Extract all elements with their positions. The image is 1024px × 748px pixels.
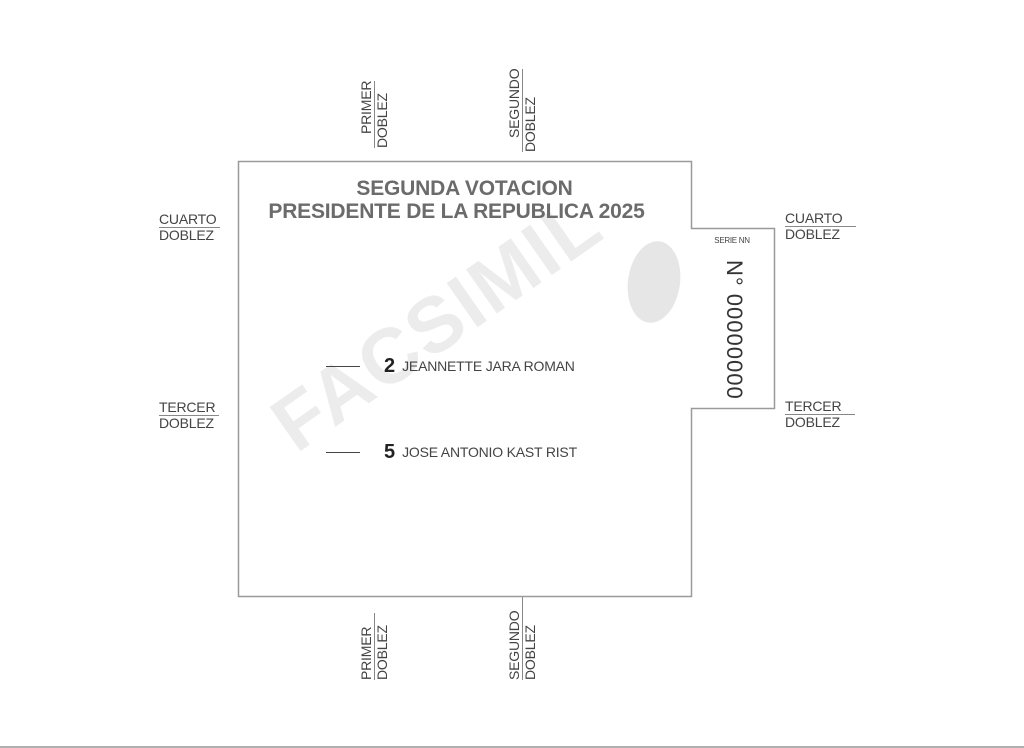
fold-label-segundo-bottom: SEGUNDO DOBLEZ [506,596,538,680]
fold-word1: PRIMER [358,612,375,680]
fold-word2: DOBLEZ [159,415,214,431]
fold-label-cuarto-left: CUARTO DOBLEZ [159,212,221,243]
fold-word1: TERCER [159,400,220,416]
fold-word2: DOBLEZ [522,625,538,680]
fold-word2: DOBLEZ [785,226,840,242]
fold-word1: CUARTO [159,212,221,228]
fold-word2: DOBLEZ [785,414,840,430]
fold-word1: TERCER [785,399,856,415]
fold-word2: DOBLEZ [374,625,390,680]
fold-label-primer-bottom: PRIMER DOBLEZ [358,612,390,680]
fold-label-tercer-right: TERCER DOBLEZ [785,399,856,430]
fold-word1: SEGUNDO [506,68,523,152]
vote-mark-line[interactable] [326,451,360,453]
fold-word2: DOBLEZ [522,97,538,152]
fold-label-tercer-left: TERCER DOBLEZ [159,400,220,431]
fold-label-segundo-top: SEGUNDO DOBLEZ [506,68,538,152]
fold-label-cuarto-right: CUARTO DOBLEZ [785,211,857,242]
candidate-name: JEANNETTE JARA ROMAN [402,358,575,374]
ballot-title-line1: SEGUNDA VOTACION [356,177,573,200]
serial-number: N° 00000000 [722,260,747,400]
fold-word2: DOBLEZ [374,93,390,148]
candidate-option[interactable]: 5 JOSE ANTONIO KAST RIST [326,440,577,464]
fold-word1: PRIMER [358,80,375,148]
fold-label-primer-top: PRIMER DOBLEZ [358,80,390,148]
candidate-option[interactable]: 2 JEANNETTE JARA ROMAN [326,354,575,378]
vote-mark-line[interactable] [326,365,360,367]
candidate-number: 2 [384,354,396,377]
fold-word1: CUARTO [785,211,857,227]
ballot-paper: SEGUNDA VOTACION PRESIDENTE DE LA REPUBL… [238,161,691,596]
page-bottom-rule [0,746,1024,748]
fold-word1: SEGUNDO [506,596,523,680]
serie-label: SERIE NN [714,236,750,245]
ballot-title: SEGUNDA VOTACION PRESIDENTE DE LA REPUBL… [238,177,691,223]
candidate-number: 5 [384,440,396,463]
fold-word2: DOBLEZ [159,227,214,243]
candidate-name: JOSE ANTONIO KAST RIST [402,444,577,460]
ballot-title-line2: PRESIDENTE DE LA REPUBLICA 2025 [268,200,645,223]
